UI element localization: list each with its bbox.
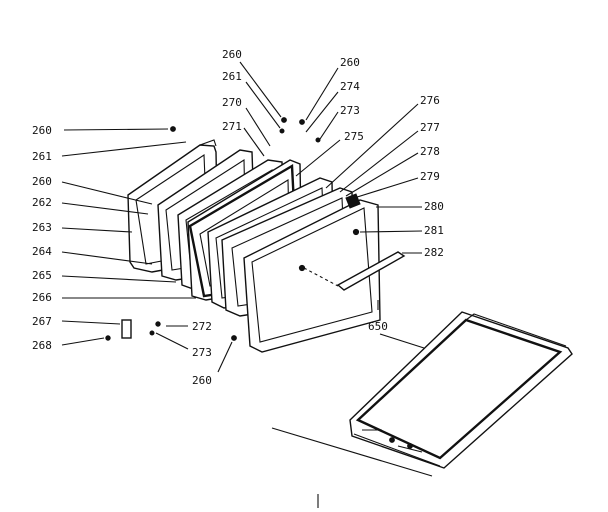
door-handle-rod bbox=[336, 251, 406, 291]
callout-274: 274 bbox=[340, 80, 360, 93]
callout-260-bottom: 260 bbox=[192, 374, 212, 387]
callout-260-left-1: 260 bbox=[32, 124, 52, 137]
callout-268: 268 bbox=[32, 339, 52, 352]
callout-281: 281 bbox=[424, 224, 444, 237]
callout-278: 278 bbox=[420, 145, 440, 158]
callout-266: 266 bbox=[32, 291, 52, 304]
assembled-door-outline bbox=[349, 311, 573, 469]
panel-front-glass bbox=[243, 199, 381, 353]
callout-261-top: 261 bbox=[222, 70, 242, 83]
leader-lines bbox=[61, 61, 425, 373]
callout-650: 650 bbox=[368, 320, 388, 333]
callout-264: 264 bbox=[32, 245, 52, 258]
callout-282: 282 bbox=[424, 246, 444, 259]
callout-272: 272 bbox=[192, 320, 212, 333]
callout-273-top: 273 bbox=[340, 104, 360, 117]
callout-261-left: 261 bbox=[32, 150, 52, 163]
callout-260-top: 260 bbox=[222, 48, 242, 61]
assembled-door bbox=[271, 311, 573, 508]
callout-262: 262 bbox=[32, 196, 52, 209]
callout-271: 271 bbox=[222, 120, 242, 133]
hardware-parts bbox=[105, 117, 361, 341]
callout-260-left-2: 260 bbox=[32, 175, 52, 188]
callout-labels: 260 261 270 271 260 274 273 275 276 277 … bbox=[32, 48, 444, 387]
callout-277: 277 bbox=[420, 121, 440, 134]
part-267-bracket bbox=[121, 319, 132, 339]
callout-263: 263 bbox=[32, 221, 52, 234]
callout-270: 270 bbox=[222, 96, 242, 109]
callout-275: 275 bbox=[344, 130, 364, 143]
callout-276: 276 bbox=[420, 94, 440, 107]
callout-279: 279 bbox=[420, 170, 440, 183]
callout-273-bottom: 273 bbox=[192, 346, 212, 359]
callout-267: 267 bbox=[32, 315, 52, 328]
callout-260-top-right: 260 bbox=[340, 56, 360, 69]
callout-265: 265 bbox=[32, 269, 52, 282]
door-panel-assembly bbox=[127, 139, 406, 353]
callout-280: 280 bbox=[424, 200, 444, 213]
